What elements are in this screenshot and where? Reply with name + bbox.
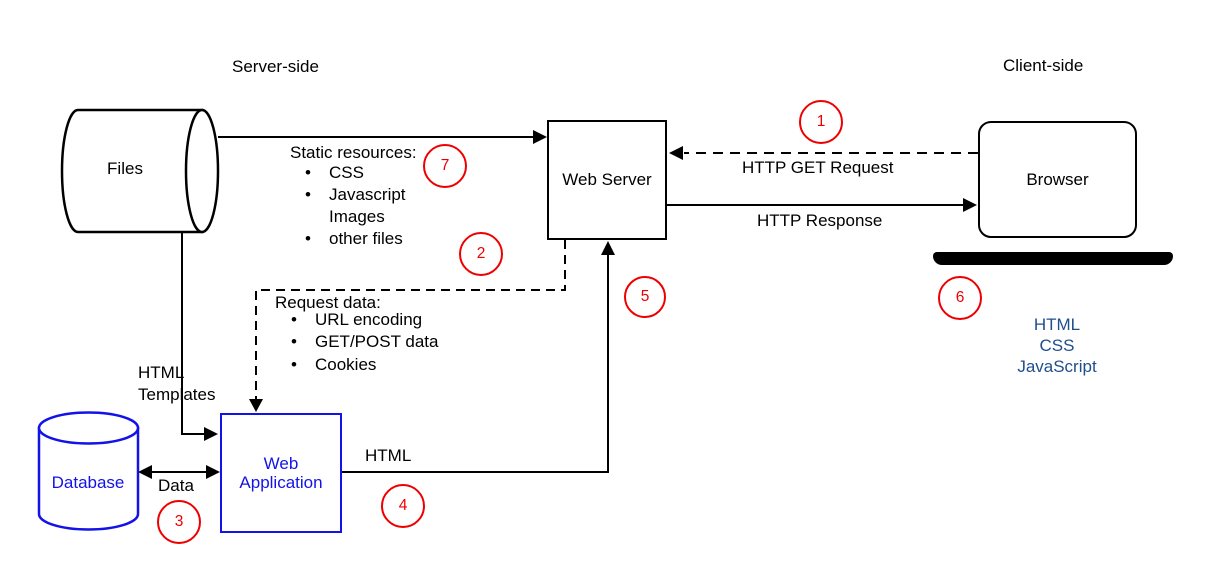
html-templates-label-line1: HTML bbox=[138, 363, 185, 382]
callout-2-number: 2 bbox=[476, 245, 486, 262]
callout-3: 3 bbox=[157, 500, 201, 544]
web-server-node: Web Server bbox=[547, 120, 667, 240]
callout-6: 6 bbox=[938, 276, 982, 320]
database-label: Database bbox=[51, 473, 125, 492]
files-label: Files bbox=[107, 159, 143, 178]
arrow-http-response bbox=[667, 198, 977, 212]
request-data-item: • GET/POST data bbox=[289, 332, 438, 352]
request-data-item: • URL encoding bbox=[289, 310, 422, 330]
static-resources-item: Images bbox=[303, 207, 385, 227]
static-resources-item-label: CSS bbox=[329, 163, 364, 182]
files-cylinder bbox=[60, 108, 220, 234]
arrow-files-to-webserver bbox=[218, 130, 547, 144]
bullet-icon: • bbox=[291, 355, 297, 374]
callout-4: 4 bbox=[381, 484, 425, 528]
web-application-label-line2: Application bbox=[239, 473, 323, 492]
callout-1: 1 bbox=[799, 100, 843, 144]
request-data-item-label: URL encoding bbox=[315, 310, 423, 329]
http-get-request-label: HTTP GET Request bbox=[742, 158, 894, 177]
html-templates-label-line2: Templates bbox=[138, 385, 216, 404]
request-data-item: • Cookies bbox=[289, 355, 376, 375]
callout-7: 7 bbox=[423, 144, 467, 188]
data-edge-label: Data bbox=[158, 476, 194, 495]
callout-5-number: 5 bbox=[640, 288, 650, 305]
client-side-heading: Client-side bbox=[1003, 56, 1084, 75]
static-resources-item: • other files bbox=[303, 229, 403, 249]
client-tech-css: CSS bbox=[1039, 335, 1075, 355]
callout-4-number: 4 bbox=[398, 497, 408, 514]
client-tech-list: HTML CSS JavaScript bbox=[1017, 315, 1096, 377]
arrow-files-to-webapp bbox=[181, 232, 218, 441]
http-response-label: HTTP Response bbox=[757, 211, 883, 230]
web-application-label: Web Application bbox=[239, 454, 322, 493]
bullet-icon: • bbox=[305, 185, 311, 204]
client-tech-javascript: JavaScript bbox=[1017, 356, 1097, 376]
web-server-label: Web Server bbox=[562, 170, 652, 189]
callout-5: 5 bbox=[624, 276, 666, 318]
callout-6-number: 6 bbox=[955, 289, 965, 306]
client-tech-html: HTML bbox=[1033, 315, 1081, 334]
database-cylinder bbox=[37, 411, 140, 531]
bullet-icon: • bbox=[305, 229, 311, 248]
static-resources-item-label: Javascript bbox=[329, 185, 406, 204]
request-data-title: Request data: bbox=[275, 293, 381, 312]
bullet-icon: • bbox=[305, 163, 311, 182]
static-resources-title: Static resources: bbox=[290, 143, 417, 162]
bullet-icon: • bbox=[291, 310, 297, 329]
laptop-base-bar bbox=[933, 252, 1173, 265]
server-side-heading: Server-side bbox=[232, 57, 319, 76]
static-resources-item-label: Images bbox=[329, 207, 385, 226]
callout-1-number: 1 bbox=[816, 113, 826, 130]
html-edge-label: HTML bbox=[365, 446, 412, 465]
static-resources-item-label: other files bbox=[329, 229, 403, 248]
arrow-http-get-request bbox=[669, 146, 978, 160]
web-application-node: Web Application bbox=[220, 413, 342, 533]
callout-7-number: 7 bbox=[440, 157, 450, 174]
arrow-database-webapp-data bbox=[138, 465, 220, 479]
arrow-request-data-dashed bbox=[249, 240, 566, 412]
request-data-item-label: Cookies bbox=[315, 355, 377, 374]
static-resources-item: • CSS bbox=[303, 163, 364, 183]
browser-node: Browser bbox=[978, 121, 1137, 238]
bullet-icon: • bbox=[291, 332, 297, 351]
request-data-item-label: GET/POST data bbox=[315, 332, 439, 351]
web-application-label-line1: Web bbox=[263, 453, 299, 473]
static-resources-item: • Javascript bbox=[303, 185, 406, 205]
browser-label: Browser bbox=[1026, 169, 1089, 189]
callout-3-number: 3 bbox=[174, 513, 184, 530]
callout-2: 2 bbox=[459, 232, 503, 276]
arrow-webapp-to-webserver bbox=[342, 241, 615, 473]
